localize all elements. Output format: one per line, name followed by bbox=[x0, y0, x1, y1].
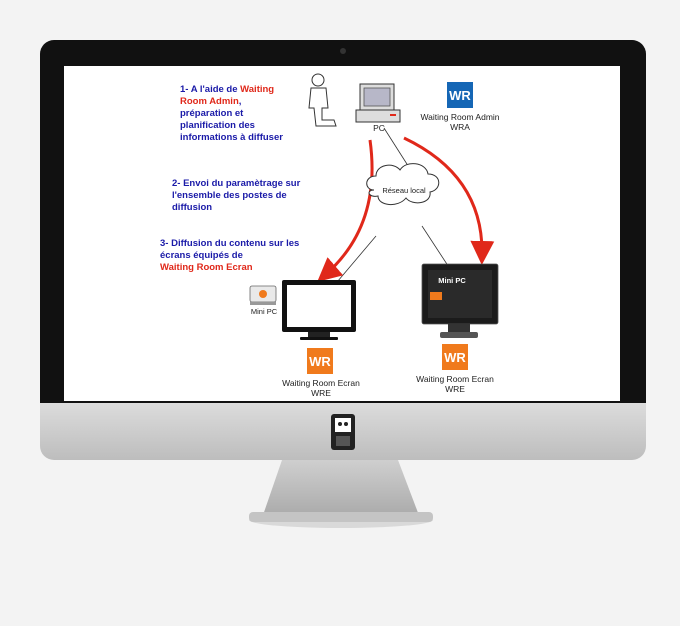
step3-highlight: Waiting Room Ecran bbox=[160, 262, 253, 273]
person-icon bbox=[308, 73, 337, 127]
camera-dot bbox=[340, 48, 346, 54]
step1-highlight: Waiting Room Admin bbox=[180, 84, 275, 107]
pc-icon bbox=[355, 83, 401, 123]
logo-icon bbox=[331, 414, 355, 450]
step1-text: 1- A l'aide de Waiting Room Admin, prépa… bbox=[180, 84, 283, 143]
step3-text: 3- Diffusion du contenu sur les écrans é… bbox=[160, 238, 300, 273]
wre1-badge: WR bbox=[307, 348, 333, 374]
wra-badge: WR bbox=[447, 82, 473, 108]
diagram-canvas bbox=[249, 73, 499, 340]
cloud-icon bbox=[366, 163, 440, 205]
mini-pc-screen-label: Mini PC bbox=[438, 276, 466, 285]
arrow-pc-to-screen1 bbox=[317, 139, 374, 282]
mini-pc-icon bbox=[249, 285, 277, 305]
network-label: Réseau local bbox=[382, 186, 426, 195]
arrow-pc-to-screen2 bbox=[403, 136, 495, 265]
wre2-badge: WR bbox=[442, 344, 468, 370]
large-monitor-icon bbox=[421, 263, 499, 338]
diagram-screen: 1- A l'aide de Waiting Room Admin, prépa… bbox=[64, 66, 620, 401]
mini-pc-label: Mini PC bbox=[250, 307, 278, 316]
pc-label: PC bbox=[373, 123, 385, 133]
step2-text: 2- Envoi du paramètrage sur l'ensemble d… bbox=[172, 178, 301, 213]
flat-screen-icon bbox=[282, 280, 356, 340]
